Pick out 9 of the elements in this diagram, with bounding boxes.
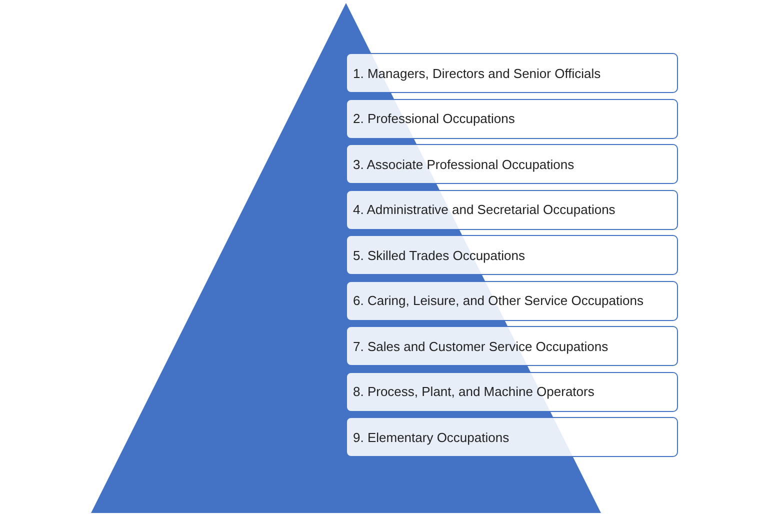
tier-label: 7. Sales and Customer Service Occupations — [346, 326, 678, 366]
tier-label: 5. Skilled Trades Occupations — [346, 235, 678, 275]
tier-label: 2. Professional Occupations — [346, 98, 678, 138]
tier-label: 4. Administrative and Secretarial Occupations — [346, 190, 678, 230]
tier-label: 6. Caring, Leisure, and Other Service Occupations — [346, 280, 678, 320]
tier-label: 9. Elementary Occupations — [346, 417, 678, 457]
tier-label: 3. Associate Professional Occupations — [346, 144, 678, 184]
tier-label: 1. Managers, Directors and Senior Officials — [346, 53, 678, 93]
tier-label: 8. Process, Plant, and Machine Operators — [346, 372, 678, 412]
